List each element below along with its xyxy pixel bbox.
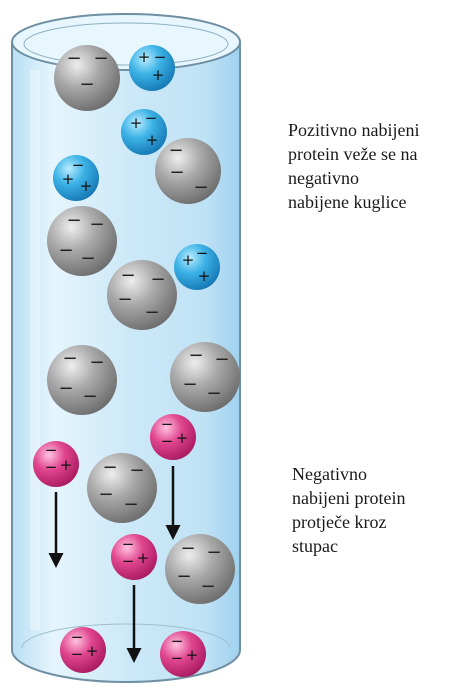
svg-text:−: −	[89, 214, 104, 235]
svg-text:+: +	[152, 66, 165, 84]
positive-protein: − + +	[53, 155, 99, 201]
svg-text:−: −	[72, 156, 85, 174]
caption-line: protječe kroz	[292, 512, 387, 532]
caption-line: nabijeni protein	[292, 488, 406, 508]
svg-text:−: −	[168, 140, 183, 161]
svg-text:−: −	[196, 244, 209, 262]
svg-text:−: −	[79, 74, 94, 95]
column-bottom-inner-rim	[21, 623, 231, 649]
svg-text:−: −	[66, 210, 81, 231]
negative-protein: − − +	[60, 627, 106, 673]
svg-text:+: +	[86, 642, 99, 660]
svg-text:−: −	[117, 289, 132, 310]
bound-protein-caption: Pozitivno nabijeni protein veže se na ne…	[288, 118, 419, 214]
column-top-rim	[11, 13, 241, 71]
svg-text:+: +	[60, 456, 73, 474]
svg-text:−: −	[150, 269, 165, 290]
flowing-protein-caption: Negativno nabijeni protein protječe kroz…	[292, 462, 405, 558]
column-highlight	[30, 70, 40, 630]
svg-text:−: −	[214, 349, 229, 370]
negative-protein: − − +	[160, 631, 206, 677]
svg-text:−: −	[120, 265, 135, 286]
svg-text:−: −	[66, 48, 81, 69]
bead: − − − −	[107, 260, 177, 330]
svg-text:−: −	[71, 628, 84, 646]
svg-text:−: −	[123, 494, 138, 515]
caption-line: protein veže se na	[288, 144, 418, 164]
svg-text:−: −	[206, 383, 221, 404]
caption-line: stupac	[292, 536, 338, 556]
svg-text:−: −	[169, 162, 184, 183]
caption-line: Pozitivno nabijeni	[288, 120, 420, 140]
svg-text:−: −	[129, 460, 144, 481]
svg-text:−: −	[62, 348, 77, 369]
svg-text:−: −	[144, 302, 159, 323]
svg-text:+: +	[186, 646, 199, 664]
positive-protein: + − +	[174, 244, 220, 290]
svg-text:−: −	[122, 535, 135, 553]
svg-text:−: −	[193, 177, 208, 198]
svg-text:−: −	[45, 458, 58, 476]
svg-text:−: −	[200, 576, 215, 597]
svg-text:+: +	[182, 251, 195, 269]
svg-text:−: −	[45, 441, 58, 459]
svg-text:−: −	[188, 345, 203, 366]
svg-text:+: +	[176, 429, 189, 447]
bead: − − − −	[47, 206, 117, 276]
bead: − − − −	[170, 342, 240, 412]
column-top-inner-rim	[23, 22, 229, 66]
svg-text:−: −	[122, 552, 135, 570]
svg-text:−: −	[102, 457, 117, 478]
svg-text:−: −	[58, 240, 73, 261]
svg-text:+: +	[62, 170, 75, 188]
svg-text:+: +	[198, 267, 211, 285]
negative-protein: − − +	[150, 414, 196, 460]
svg-text:−: −	[93, 48, 108, 69]
positive-protein: + − +	[129, 45, 175, 91]
caption-line: negativno	[288, 168, 359, 188]
svg-text:−: −	[58, 378, 73, 399]
svg-text:+: +	[137, 549, 150, 567]
negative-protein: − − +	[33, 441, 79, 487]
bead: − − −	[54, 45, 120, 111]
svg-text:−: −	[171, 649, 184, 667]
svg-text:+: +	[80, 177, 93, 195]
svg-text:−: −	[176, 566, 191, 587]
svg-text:+: +	[138, 48, 151, 66]
svg-text:−: −	[171, 632, 184, 650]
caption-line: nabijene kuglice	[288, 192, 407, 212]
svg-text:−: −	[89, 352, 104, 373]
svg-text:−: −	[80, 248, 95, 269]
bead: − − − −	[165, 534, 235, 604]
svg-text:−: −	[145, 109, 158, 127]
svg-text:−: −	[182, 374, 197, 395]
svg-text:−: −	[161, 415, 174, 433]
caption-line: Negativno	[292, 464, 367, 484]
bead: − − − −	[87, 453, 157, 523]
svg-text:−: −	[161, 432, 174, 450]
svg-text:+: +	[146, 131, 159, 149]
svg-text:−: −	[206, 542, 221, 563]
svg-text:−: −	[180, 538, 195, 559]
svg-text:−: −	[154, 48, 167, 66]
svg-text:+: +	[130, 114, 143, 132]
negative-protein: − − +	[111, 534, 157, 580]
svg-text:−: −	[82, 386, 97, 407]
svg-text:−: −	[71, 645, 84, 663]
positive-protein: + − +	[121, 109, 167, 155]
bead: − − −	[155, 138, 221, 204]
svg-text:−: −	[98, 484, 113, 505]
bead: − − − −	[47, 345, 117, 415]
